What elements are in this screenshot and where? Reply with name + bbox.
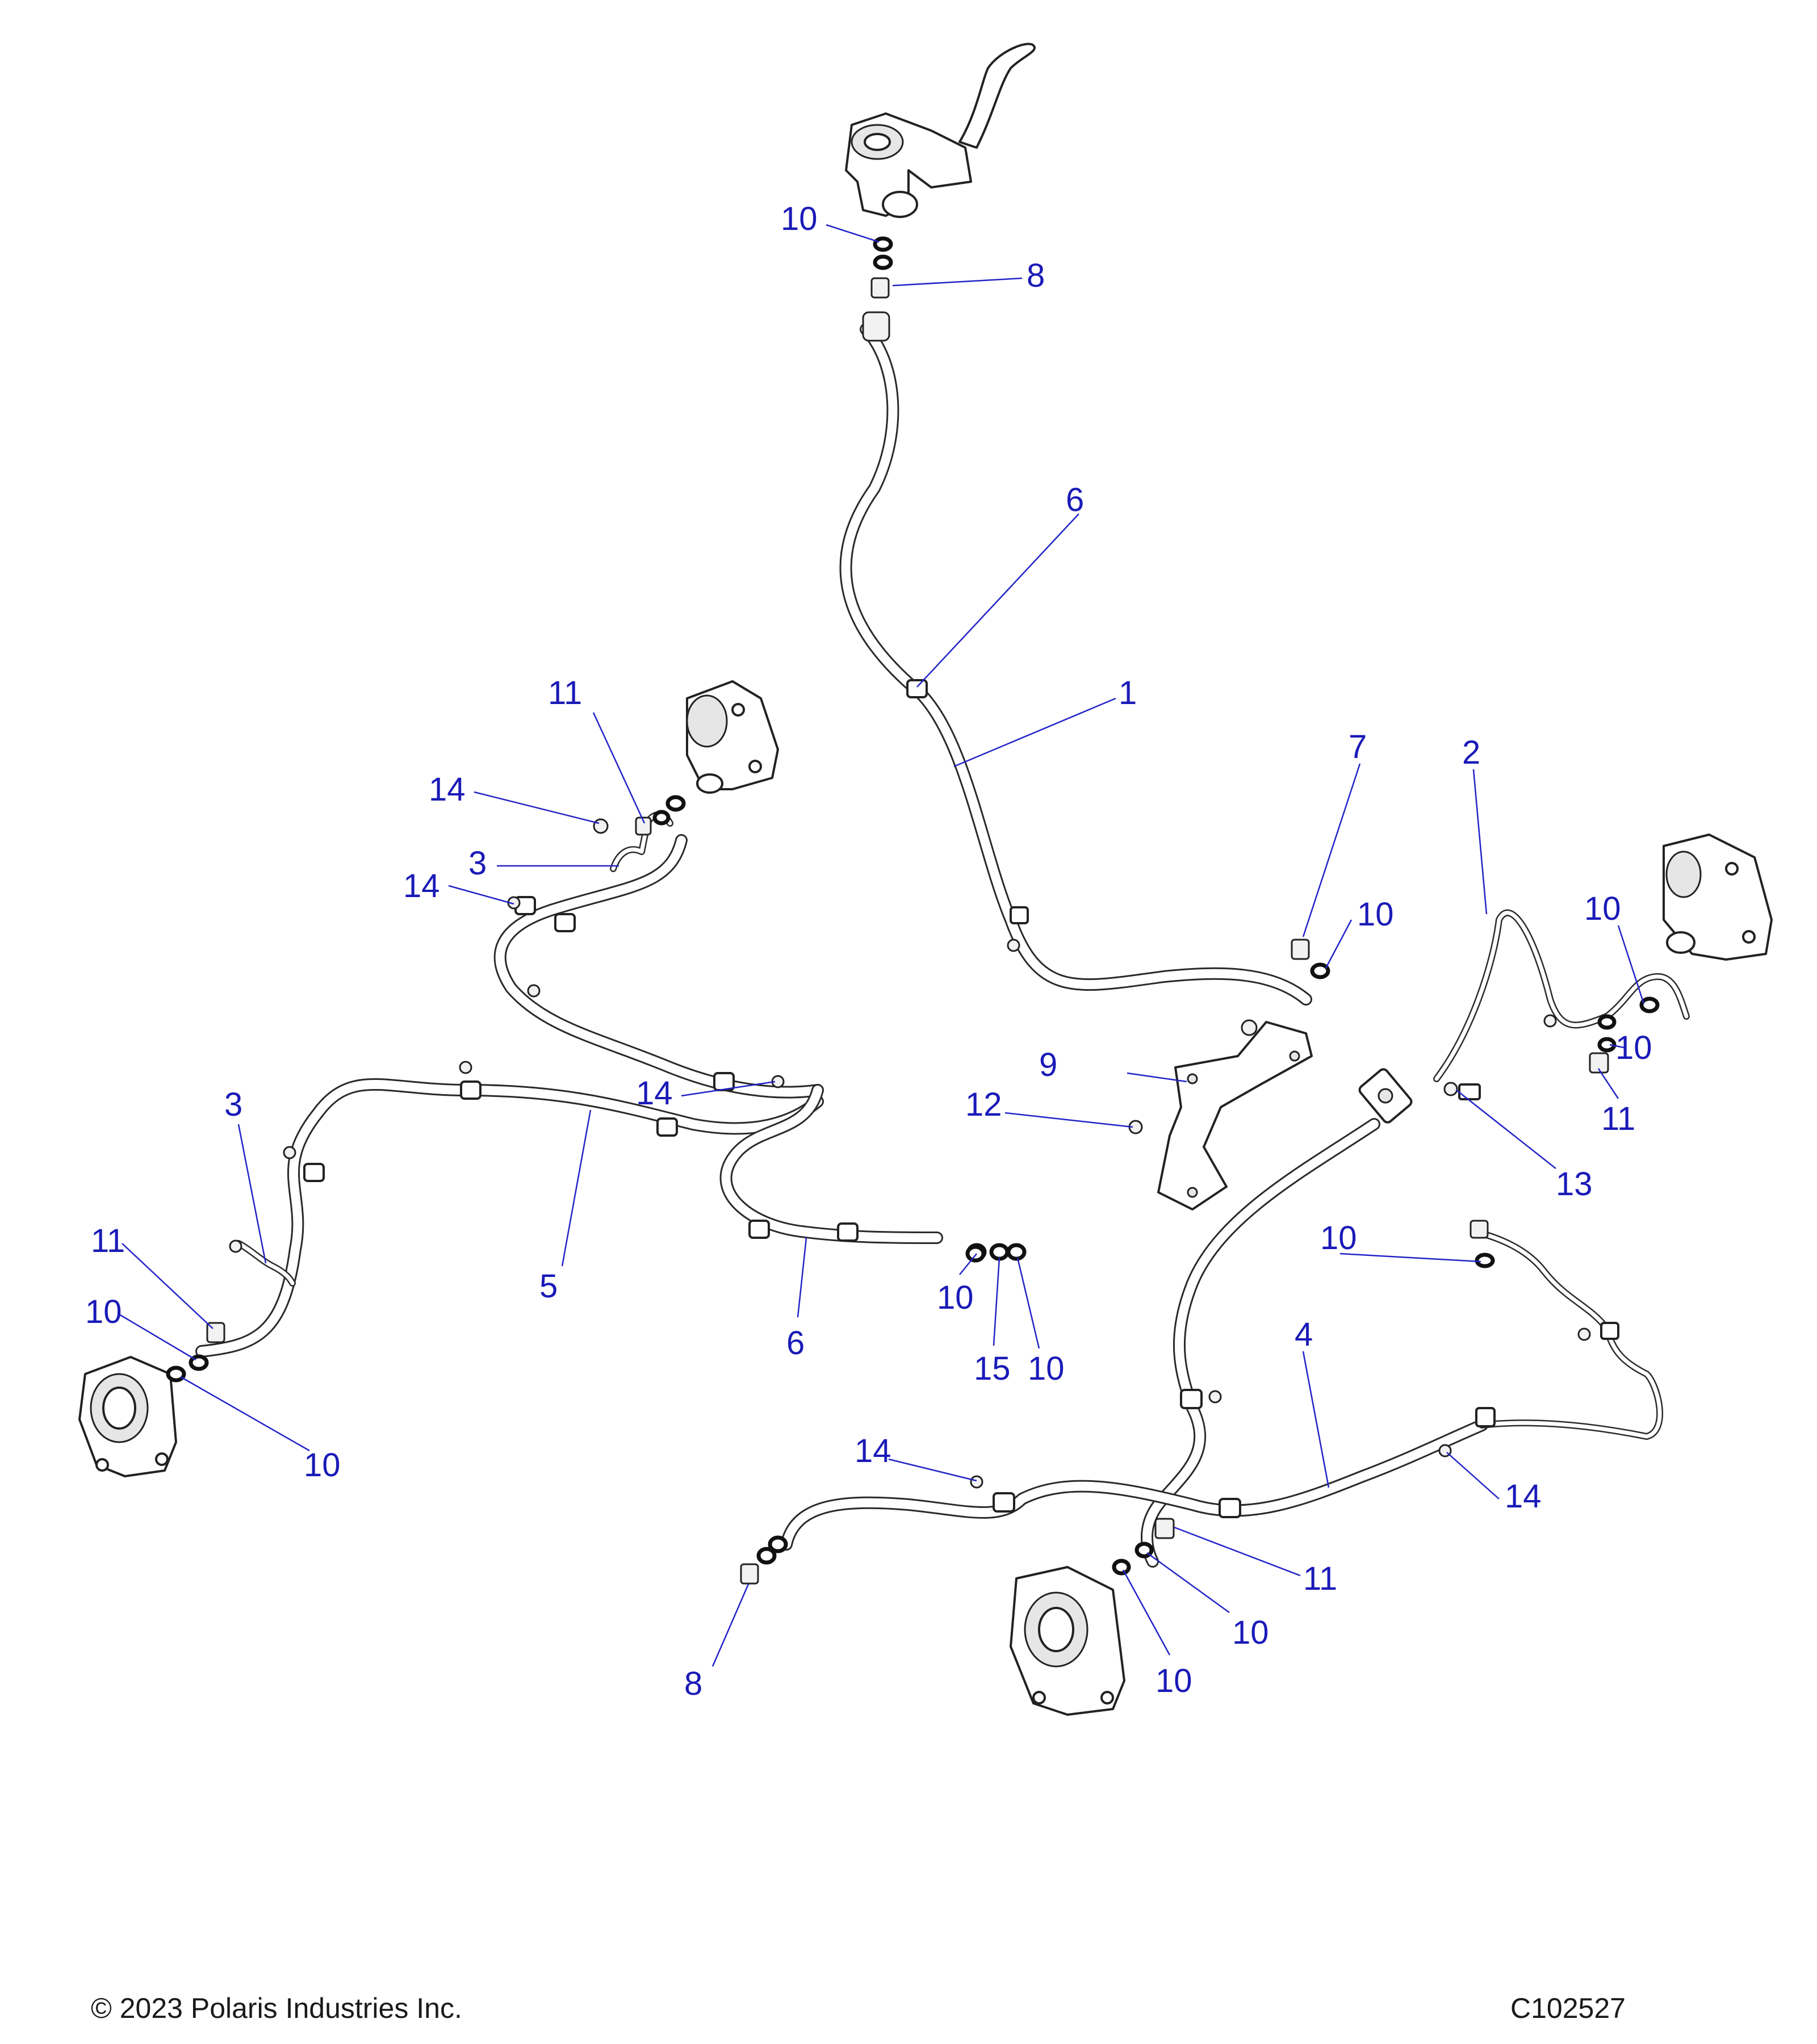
callout-15: 15 xyxy=(974,1350,1011,1387)
callout-2: 2 xyxy=(1462,734,1480,771)
diagram-code: C102527 xyxy=(1510,1992,1626,2024)
master-cylinder xyxy=(845,43,1036,218)
callout-10-right-1: 10 xyxy=(1584,890,1621,927)
hose-4-rear-right xyxy=(780,1419,1488,1551)
callout-10-lower-left-2: 10 xyxy=(304,1447,341,1484)
callout-1: 1 xyxy=(1119,675,1137,711)
callout-8-top: 8 xyxy=(1027,257,1045,294)
caliper-rear-left xyxy=(78,1356,177,1477)
caliper-rear-right xyxy=(1010,1566,1125,1716)
callout-5: 5 xyxy=(539,1268,558,1305)
callout-11-left: 11 xyxy=(548,675,582,711)
caliper-front-left xyxy=(686,680,779,794)
hose-left-upper xyxy=(493,834,824,1099)
callout-3-lower-left: 3 xyxy=(224,1086,242,1123)
callout-11-lower-left: 11 xyxy=(91,1222,125,1259)
callout-14-right-bottom: 14 xyxy=(1505,1478,1542,1515)
hose-1-master-to-front xyxy=(839,323,1312,1006)
callout-10-lower-left-1: 10 xyxy=(85,1293,122,1330)
hose-clips xyxy=(303,679,1619,1518)
tube-2-right-front xyxy=(1433,909,1690,1082)
callout-13: 13 xyxy=(1556,1166,1593,1203)
bolts-and-fittings xyxy=(206,277,1609,1585)
tube-right-rear xyxy=(1473,1229,1663,1440)
callout-10-mid: 10 xyxy=(1357,896,1394,933)
callout-6-top: 6 xyxy=(1066,481,1084,518)
callout-9: 9 xyxy=(1039,1046,1057,1083)
callout-10-top: 10 xyxy=(781,200,818,237)
callout-4: 4 xyxy=(1295,1316,1313,1353)
callout-10-washer-1: 10 xyxy=(937,1279,974,1316)
callout-10-washer-2: 10 xyxy=(1028,1350,1065,1387)
callout-6-bottom: 6 xyxy=(786,1325,805,1362)
tube-3-left-lower xyxy=(235,1240,296,1287)
callout-10-right-bottom-2: 10 xyxy=(1232,1614,1269,1651)
caliper-front-right xyxy=(1663,833,1773,961)
callout-10-right-bottom-3: 10 xyxy=(1155,1662,1192,1699)
callout-8-bottom: 8 xyxy=(684,1665,702,1702)
callout-11-right: 11 xyxy=(1601,1100,1635,1137)
hose-right-down xyxy=(1141,1118,1380,1568)
callout-14-bottom-center: 14 xyxy=(855,1433,891,1469)
callout-10-right-2: 10 xyxy=(1615,1029,1652,1066)
callout-3-left: 3 xyxy=(468,845,487,882)
copyright-notice: © 2023 Polaris Industries Inc. xyxy=(91,1992,462,2024)
callout-14-mid: 14 xyxy=(636,1075,673,1112)
hose-5-rear-left xyxy=(195,1078,824,1358)
callout-14-left-2: 14 xyxy=(403,868,440,904)
callout-12: 12 xyxy=(965,1086,1002,1123)
callout-labels: 10 8 6 1 7 10 2 10 10 11 13 9 12 11 14 3… xyxy=(85,200,1652,1702)
callout-10-right-bottom: 10 xyxy=(1320,1220,1357,1256)
hose-6-left-lower xyxy=(719,1084,943,1244)
leader-lines xyxy=(119,224,1645,1667)
callout-7: 7 xyxy=(1349,728,1367,765)
bracket-9 xyxy=(1157,1021,1313,1211)
callout-11-right-bottom: 11 xyxy=(1303,1560,1337,1597)
callout-14-left-1: 14 xyxy=(429,771,466,808)
junction-block xyxy=(1358,1068,1481,1124)
sealing-washers xyxy=(166,236,1660,1576)
